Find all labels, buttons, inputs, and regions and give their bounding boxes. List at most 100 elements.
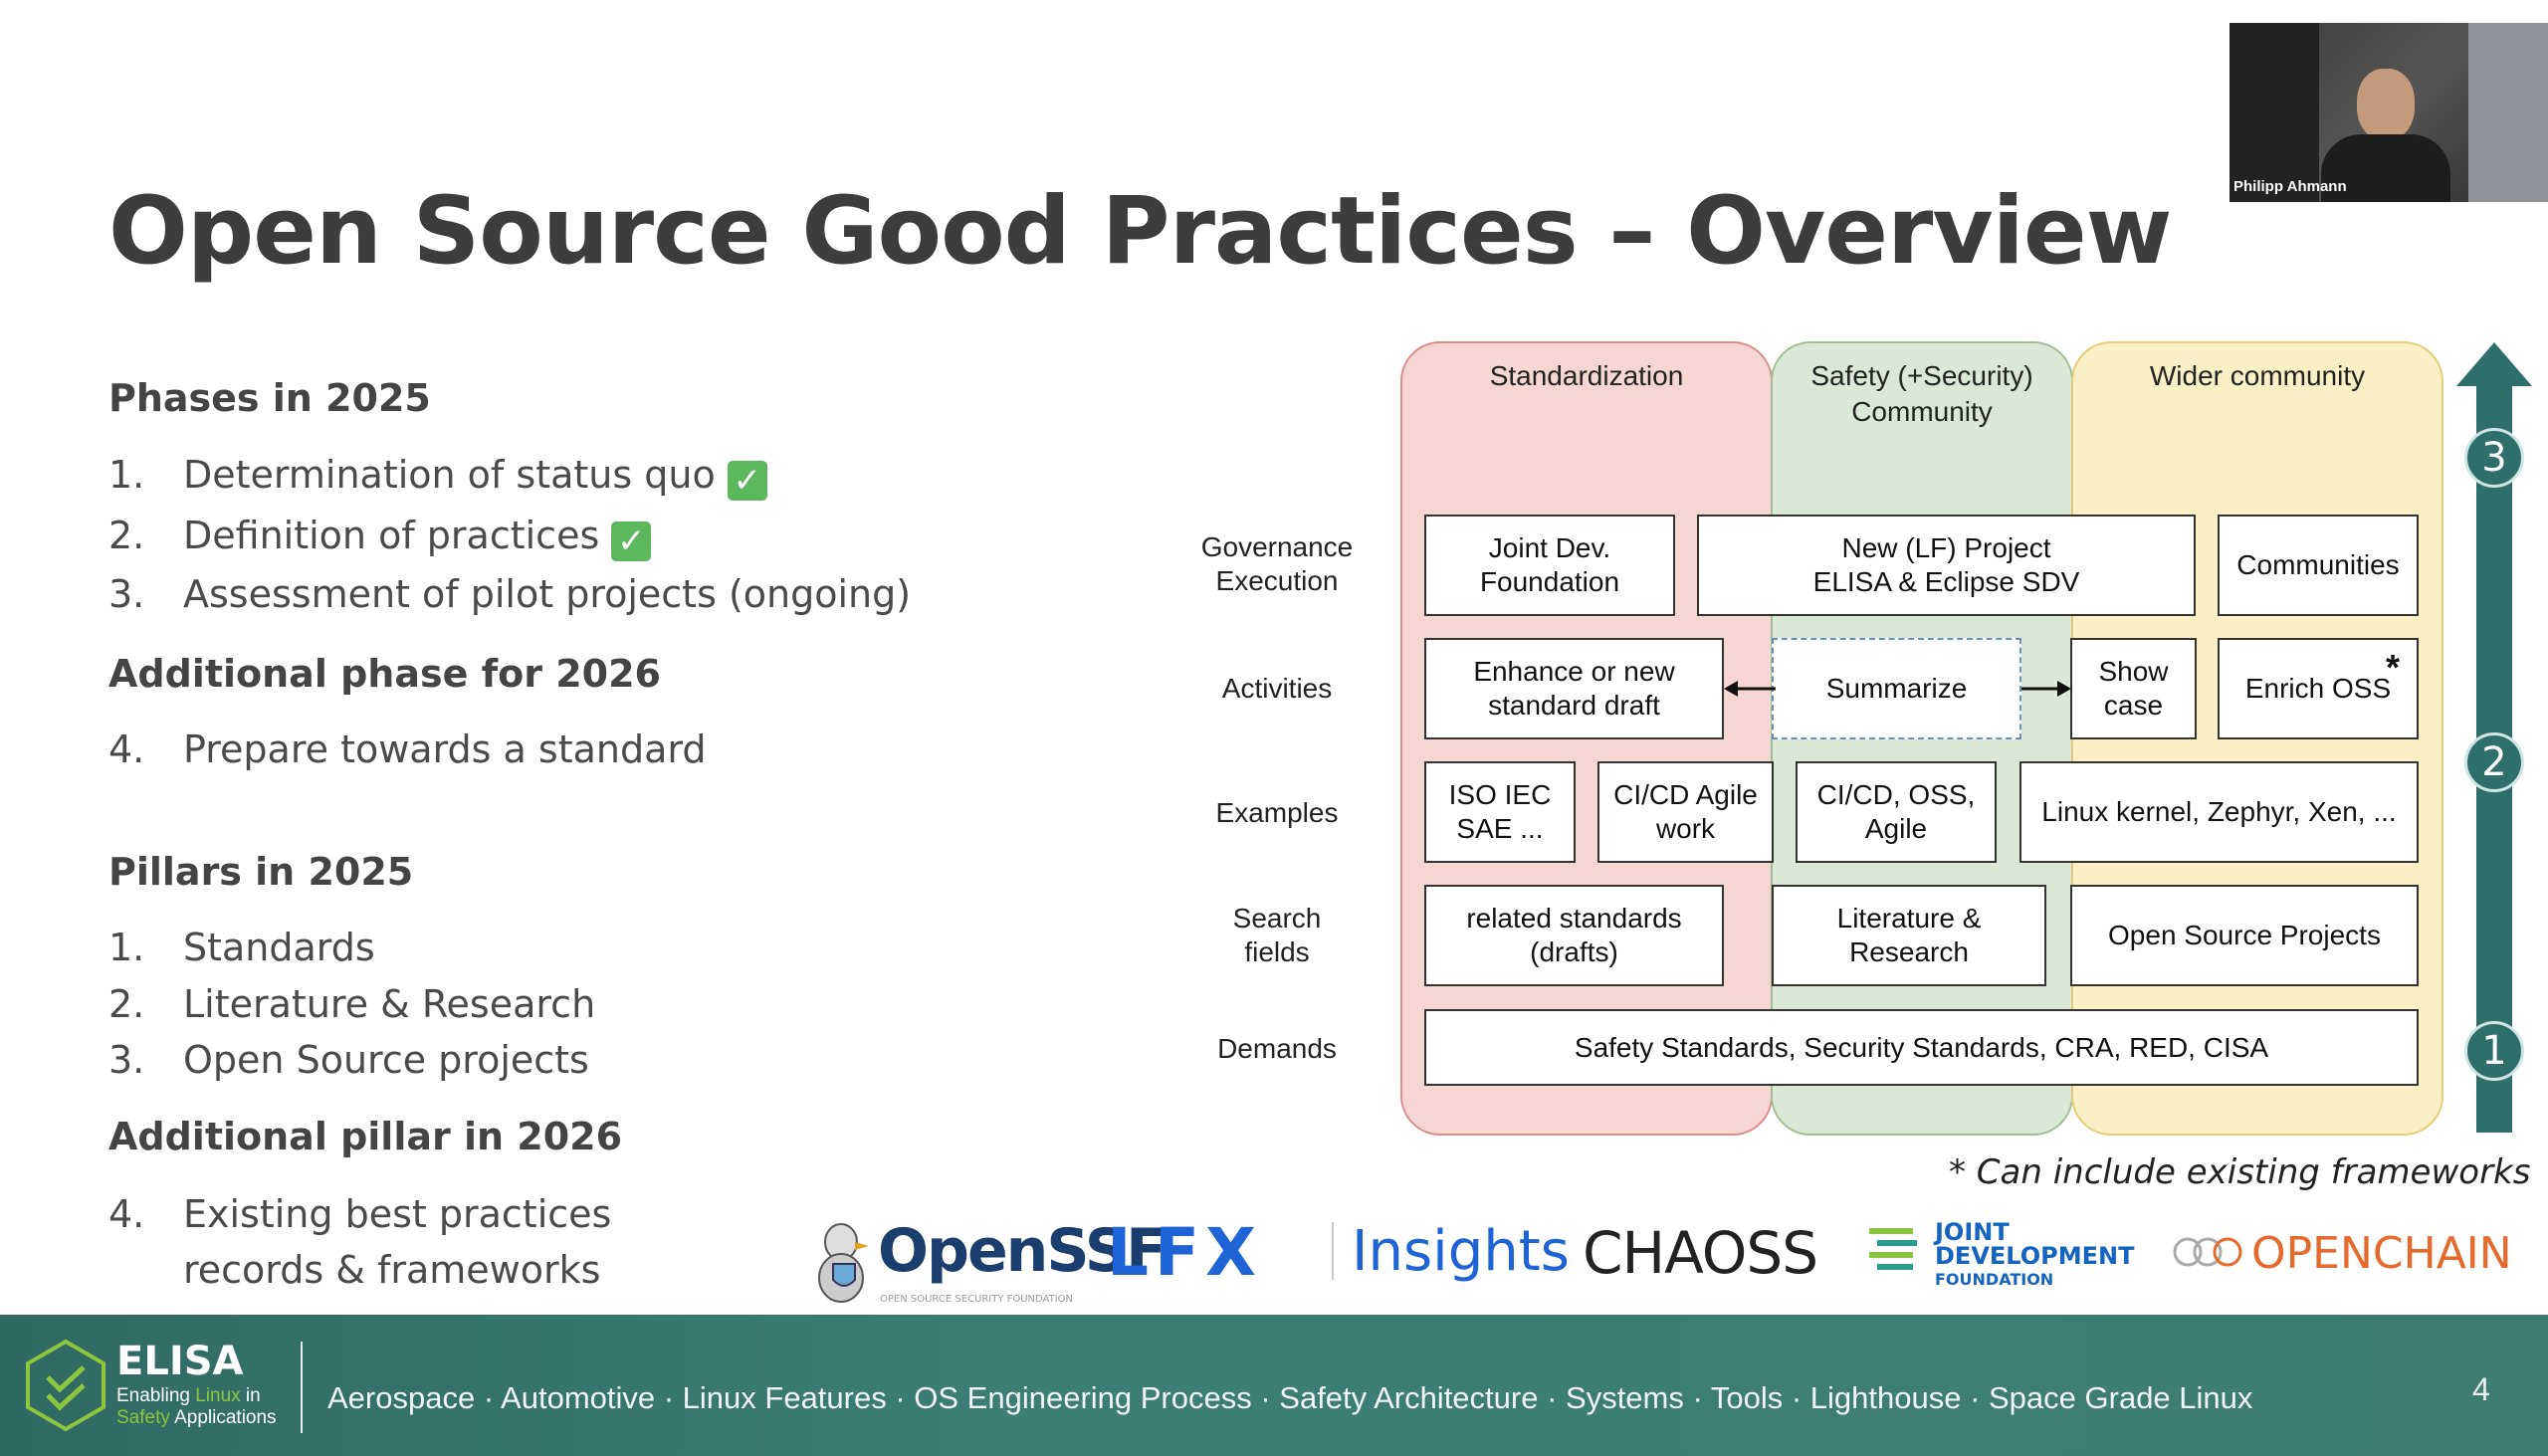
tagline-part1: Enabling (116, 1385, 196, 1406)
video-thumbnail[interactable]: Philipp Ahmann (2230, 23, 2548, 202)
box-linux-kernel: Linux kernel, Zephyr, Xen, ... (2019, 761, 2419, 863)
box-text-line2: case (2103, 690, 2164, 721)
video-background-shelf (2230, 23, 2319, 202)
pillar-item-3: 3. Open Source projects (108, 1038, 589, 1082)
row-label-governance: Governance Execution (1187, 530, 1367, 598)
pillars-heading: Pillars in 2025 (108, 850, 414, 894)
pillar-item-text: Open Source projects (183, 1038, 589, 1082)
arrow-right-icon (2021, 681, 2071, 697)
jdf-line3: FOUNDATION (1935, 1270, 2054, 1289)
pillar-item-4-continued: records & frameworks (183, 1248, 601, 1292)
box-joint-dev-foundation: Joint Dev. Foundation (1424, 515, 1675, 616)
jdf-mark-icon (1865, 1220, 1921, 1276)
box-new-lf-project: New (LF) Project ELISA & Eclipse SDV (1697, 515, 2196, 616)
box-text-line1: ISO IEC (1448, 779, 1552, 810)
phase-item-1: 1.Determination of status quo✓ (108, 453, 767, 501)
box-text-line2: Agile (1864, 813, 1928, 844)
row-label-search-fields: Search fields (1187, 902, 1367, 969)
box-summarize: Summarize (1772, 638, 2021, 739)
column-header-safety-line1: Safety (+Security) (1810, 360, 2033, 391)
phase-item-text: Prepare towards a standard (183, 728, 707, 771)
logo-divider (1332, 1222, 1334, 1280)
box-text-line1: Show (2098, 656, 2169, 687)
asterisk-marker: * (2386, 647, 2401, 688)
box-cicd-oss-agile: CI/CD, OSS, Agile (1796, 761, 1997, 863)
box-demands: Safety Standards, Security Standards, CR… (1424, 1009, 2419, 1086)
box-text-line1: related standards (1466, 903, 1682, 934)
pillar-item-number: 1. (108, 926, 145, 969)
page-number: 4 (2472, 1371, 2490, 1407)
tagline-linux: Linux (195, 1385, 241, 1406)
participant-body (2321, 134, 2450, 202)
phase-item-text: Determination of status quo (183, 453, 716, 497)
footer-nav: Aerospace · Automotive · Linux Features … (327, 1380, 2253, 1415)
tagline-safety: Safety (116, 1407, 170, 1428)
box-cicd-agile-work: CI/CD Agile work (1597, 761, 1774, 863)
openssf-subtitle: OPEN SOURCE SECURITY FOUNDATION (880, 1294, 1074, 1305)
row-label-governance-line2: Execution (1215, 565, 1339, 596)
row-label-demands: Demands (1217, 1033, 1337, 1064)
phase-item-number: 4. (108, 728, 145, 771)
phase-item-number: 3. (108, 572, 145, 616)
box-related-standards: related standards (drafts) (1424, 885, 1724, 986)
column-header-safety: Safety (+Security) Community (1771, 358, 2073, 430)
phase-item-4: 4. Prepare towards a standard (108, 728, 706, 771)
phase-item-2: 2. Definition of practices ✓ (108, 514, 652, 561)
footer-bar (0, 1315, 2548, 1456)
stage-badge-3: 3 (2464, 428, 2524, 488)
jdf-line1: JOINT (1935, 1218, 2010, 1246)
box-text-line2: ELISA & Eclipse SDV (1812, 566, 2080, 597)
stage-badge-1: 1 (2464, 1021, 2524, 1081)
box-showcase: Show case (2070, 638, 2197, 739)
box-text-line1: New (LF) Project (1841, 532, 2051, 563)
phase-item-number: 2. (108, 514, 145, 557)
jdf-logo: JOINT DEVELOPMENT FOUNDATION (1935, 1220, 2134, 1292)
pillar-item-number: 4. (108, 1192, 145, 1236)
row-label-activities: Activities (1221, 673, 1333, 704)
box-enhance-standard: Enhance or new standard draft (1424, 638, 1724, 739)
phase-item-text: Definition of practices (183, 514, 600, 557)
stage-badge-2: 2 (2464, 732, 2524, 792)
box-text-line1: CI/CD Agile (1613, 779, 1758, 810)
box-communities: Communities (2218, 515, 2419, 616)
row-label-search-line2: fields (1244, 936, 1310, 967)
openchain-logo: OPENCHAIN (2251, 1228, 2512, 1279)
phases-heading: Phases in 2025 (108, 376, 431, 420)
additional-phase-heading: Additional phase for 2026 (108, 652, 661, 696)
check-icon: ✓ (611, 521, 652, 561)
box-text-line1: Literature & (1836, 903, 1982, 934)
box-literature-research: Literature & Research (1772, 885, 2046, 986)
arrow-left-icon (1724, 681, 1776, 697)
jdf-line2: DEVELOPMENT (1935, 1242, 2135, 1270)
chaoss-logo: CHAOSS (1583, 1219, 1818, 1287)
box-text-line2: work (1655, 813, 1716, 844)
participant-face (2357, 69, 2415, 140)
box-text-line1: Enhance or new (1473, 656, 1675, 687)
footer-divider (301, 1342, 303, 1433)
pillar-item-number: 3. (108, 1038, 145, 1082)
column-header-standardization: Standardization (1489, 360, 1684, 391)
column-header-wider: Wider community (2149, 360, 2366, 391)
footer-brand: ELISA (116, 1339, 244, 1384)
box-text: Enrich OSS (2244, 673, 2392, 704)
participant-name: Philipp Ahmann (2233, 178, 2347, 195)
openssf-logo: OpenSSF (878, 1216, 1167, 1286)
pillar-item-1: 1.Standards (108, 926, 375, 969)
openssf-mascot-icon (811, 1212, 871, 1307)
box-text-line2: SAE ... (1456, 813, 1544, 844)
check-icon: ✓ (727, 461, 767, 501)
box-text-line2: Research (1849, 936, 1969, 967)
additional-pillar-heading: Additional pillar in 2026 (108, 1115, 623, 1158)
box-text-line1: Joint Dev. (1488, 532, 1611, 563)
row-label-search-line1: Search (1232, 903, 1322, 934)
box-text-line2: Foundation (1479, 566, 1620, 597)
openchain-rings-icon (2172, 1234, 2247, 1270)
phase-item-3: 3.Assessment of pilot projects (ongoing) (108, 572, 911, 616)
lfx-logo: LFX (1107, 1214, 1263, 1291)
slide-title: Open Source Good Practices – Overview (108, 177, 2172, 286)
pillar-item-text: Literature & Research (183, 982, 596, 1026)
box-text-line1: CI/CD, OSS, (1816, 779, 1976, 810)
box-enrich-oss: Enrich OSS (2218, 638, 2419, 739)
elisa-shield-icon (24, 1338, 107, 1433)
pillar-item-number: 2. (108, 982, 145, 1026)
